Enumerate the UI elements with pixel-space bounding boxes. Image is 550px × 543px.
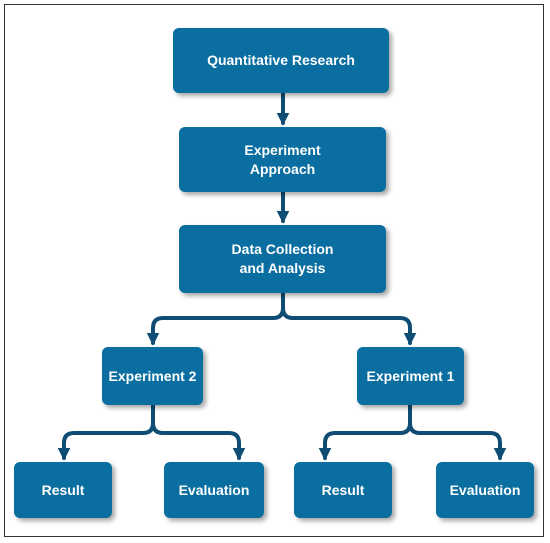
connector-experiment-1-to-result xyxy=(318,403,412,461)
connector-data-collection-to-experiment-2 xyxy=(146,291,285,346)
node-experiment-approach: Experiment Approach xyxy=(179,127,386,192)
node-evaluation-right: Evaluation xyxy=(436,462,534,518)
connector-data-collection-to-experiment-1 xyxy=(281,306,417,346)
connector-experiment-2-to-evaluation xyxy=(151,421,246,461)
node-evaluation-left: Evaluation xyxy=(164,462,264,518)
connector-experiment-1-to-evaluation xyxy=(408,421,507,461)
node-quantitative-research: Quantitative Research xyxy=(173,28,389,93)
node-experiment-1: Experiment 1 xyxy=(357,347,464,405)
node-data-collection-and-analysis: Data Collection and Analysis xyxy=(179,225,386,293)
node-result-left: Result xyxy=(14,462,112,518)
node-experiment-2: Experiment 2 xyxy=(102,347,203,405)
node-result-right: Result xyxy=(294,462,392,518)
connector-experiment-2-to-result xyxy=(57,403,155,461)
